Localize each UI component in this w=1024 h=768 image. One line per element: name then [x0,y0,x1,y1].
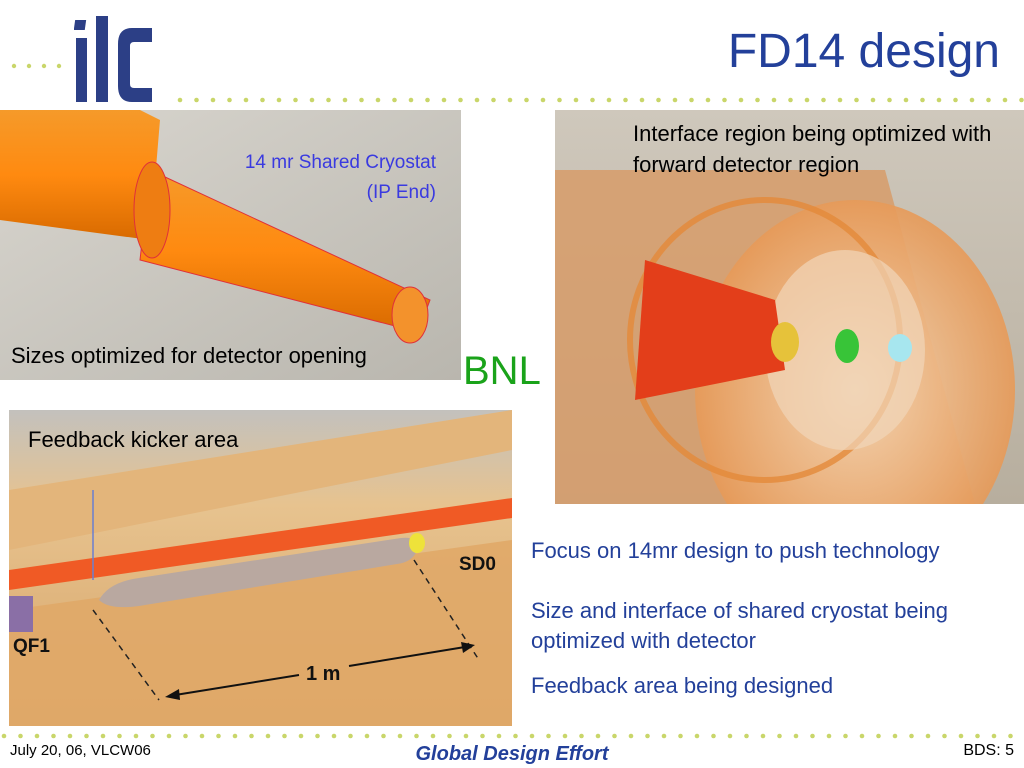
cryostat-render-image: 14 mr Shared Cryostat (IP End) [0,110,461,380]
ilc-logo: ilc [73,14,154,104]
footer-page-number: BDS: 5 [963,742,1014,759]
bullet-feedback: Feedback area being designed [531,673,834,698]
footer-date: July 20, 06, VLCW06 [10,742,151,759]
interface-region-image [555,110,1024,504]
cryostat-label-line2: (IP End) [367,182,436,203]
bullet-size-interface: Size and interface of shared cryostat be… [531,598,949,653]
kicker-caption: Feedback kicker area [28,427,239,452]
qf1-label: QF1 [13,636,50,657]
cryostat-label-line1: 14 mr Shared Cryostat [245,152,437,173]
header-dotted-rule [177,97,1024,103]
bullet-focus: Focus on 14mr design to push technology [531,538,940,563]
bnl-label: BNL [463,349,541,393]
interface-caption: Interface region being optimized with fo… [633,121,992,177]
cryostat-caption: Sizes optimized for detector opening [11,343,367,368]
svg-text:ilc: ilc [74,14,89,18]
footer-dotted-rule [1,733,1013,739]
logo-dotted-rule [11,63,62,69]
footer-organization: Global Design Effort [415,743,609,765]
sd0-label: SD0 [459,554,496,575]
scale-label: 1 m [306,663,340,685]
slide-title: FD14 design [727,25,1000,78]
feedback-kicker-image: 1 m SD0 QF1 [9,410,512,726]
